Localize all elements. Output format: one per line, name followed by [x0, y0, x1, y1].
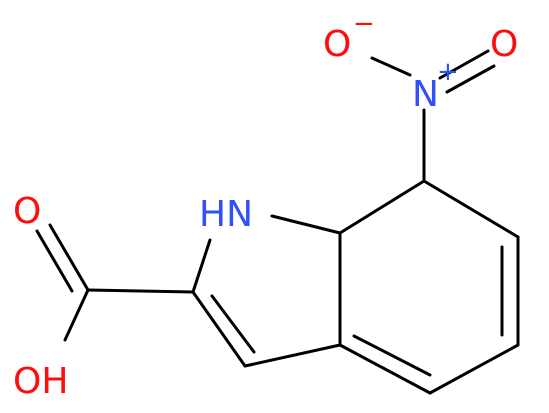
atom-n-nitro: N — [412, 74, 439, 115]
bond-c2-c3 — [191, 290, 247, 368]
bond-n-o-double-b — [445, 64, 496, 94]
bond-c7-c6 — [422, 179, 520, 239]
bond-c-oh — [63, 288, 90, 342]
bond-n-o-double-a — [438, 49, 490, 80]
charge-minus: − — [353, 9, 375, 39]
bond-c2-c3-inner — [210, 294, 256, 354]
atom-oh: OH — [13, 361, 68, 402]
bond-c3-c3a — [243, 343, 342, 368]
bond-c7-c7a — [338, 179, 426, 235]
atom-o-carbonyl: O — [13, 191, 41, 232]
bond-c-o-double-b — [35, 229, 74, 293]
atom-o-double: O — [490, 24, 518, 65]
bond-c7a-n1 — [270, 214, 342, 235]
atom-o-minus: O — [323, 24, 351, 65]
bond-c4-c3a — [338, 343, 432, 395]
bond-c-o-double-a — [48, 223, 90, 292]
bond-c4-c3a-inner — [352, 334, 432, 377]
bond-c2-cooh — [86, 288, 195, 294]
charge-plus: + — [437, 57, 459, 87]
bond-n1-c2 — [191, 238, 212, 294]
atom-nh: HN — [199, 194, 253, 235]
bond-c5-c4 — [428, 343, 520, 395]
bond-n-o-minus — [370, 56, 412, 77]
